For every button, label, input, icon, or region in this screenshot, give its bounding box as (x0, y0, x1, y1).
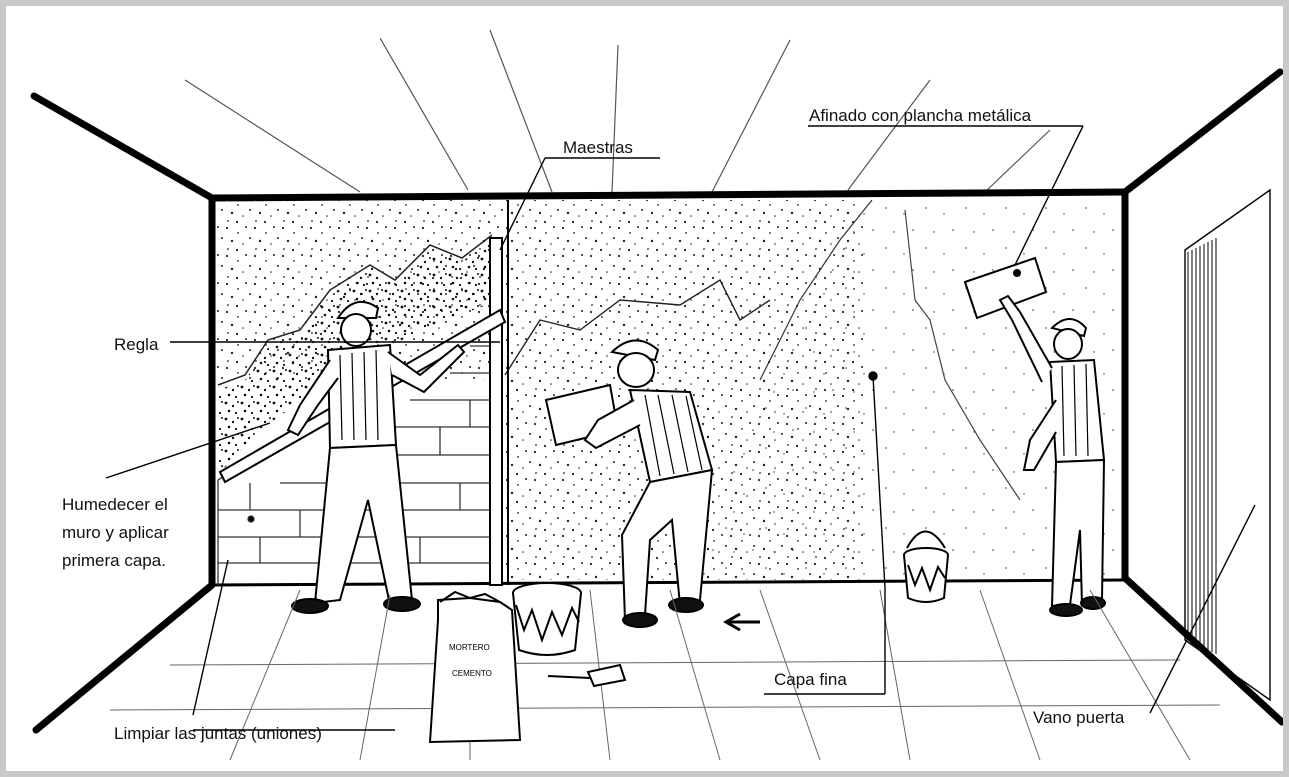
label-regla: Regla (114, 333, 158, 357)
floor-arrow (726, 614, 760, 630)
plastering-scene: MORTERO CEMENTO (6, 6, 1283, 771)
door-opening (1185, 190, 1270, 700)
label-capa-fina: Capa fina (774, 668, 847, 692)
label-limpiar: Limpiar las juntas (uniones) (114, 722, 322, 746)
mortar-sack: MORTERO CEMENTO (430, 592, 520, 742)
bucket-center (513, 583, 581, 655)
label-vano-puerta: Vano puerta (1033, 706, 1124, 730)
label-humedecer-2: muro y aplicar (62, 521, 169, 545)
floor-line (212, 580, 1125, 585)
trowel-on-floor (548, 665, 625, 686)
sack-text-2: CEMENTO (452, 669, 492, 678)
label-humedecer-3: primera capa. (62, 549, 166, 573)
sack-text-1: MORTERO (449, 643, 490, 652)
label-maestras: Maestras (563, 136, 633, 160)
label-afinado: Afinado con plancha metálica (809, 104, 1031, 128)
label-humedecer-1: Humedecer el (62, 493, 168, 517)
